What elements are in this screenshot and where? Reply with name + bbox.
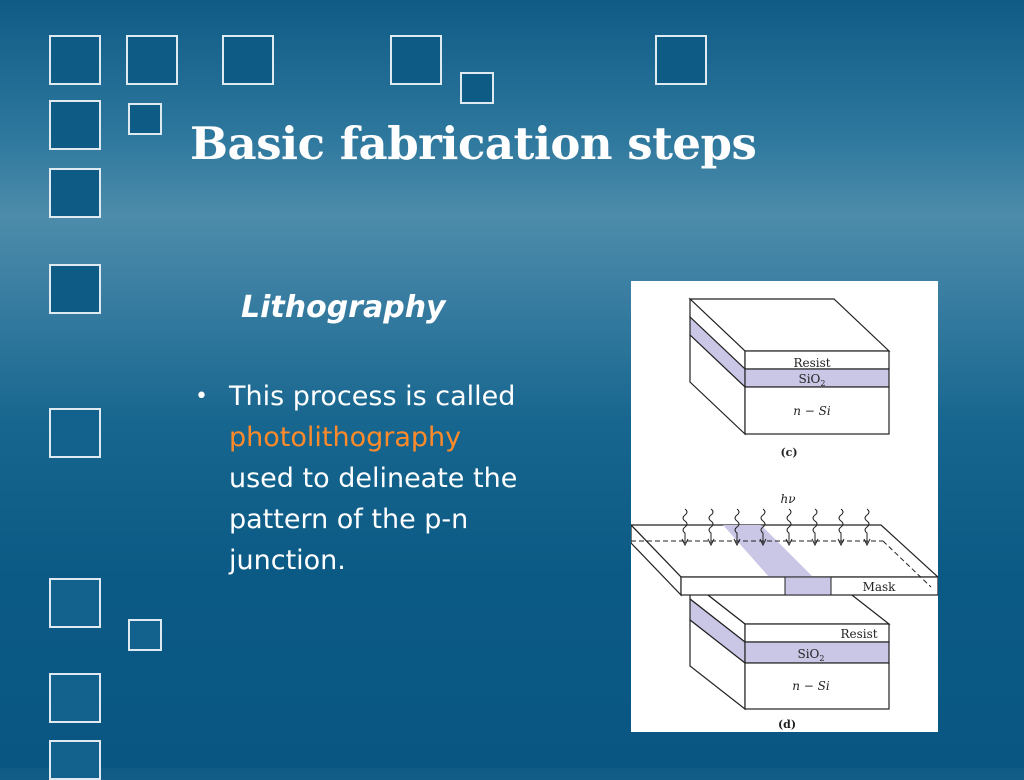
bullet-text-before: This process is called [229,381,516,412]
decorative-square [49,35,101,85]
light-arrows [681,508,871,547]
label-resist-c: Resist [793,356,830,370]
label-substrate-c: n − Si [793,404,831,418]
decorative-square [460,72,494,104]
caption-c: (c) [780,446,797,459]
label-oxide-c: SiO2 [799,372,826,388]
slide-title: Basic fabrication steps [190,117,757,170]
caption-d: (d) [778,718,796,731]
decorative-square [49,408,101,458]
label-oxide-d: SiO2 [798,647,825,663]
bullet-marker: • [195,384,208,409]
lithography-diagram: Resist SiO2 n − Si (c) hν Resist SiO2 n … [629,297,940,731]
bullet-highlight: photolithography [229,422,462,453]
bullet-text-after: used to delineate the pattern of the p-n… [229,463,518,576]
label-resist-d: Resist [840,627,877,641]
decorative-square [49,673,101,723]
decorative-square [390,35,442,85]
slide-subtitle: Lithography [241,290,446,325]
decorative-square [128,103,162,135]
label-substrate-d: n − Si [792,679,830,693]
diagram-c: Resist SiO2 n − Si (c) [688,297,891,459]
lithography-figure: Resist SiO2 n − Si (c) hν Resist SiO2 n … [629,281,940,732]
decorative-square [222,35,274,85]
decorative-square [49,264,101,314]
decorative-square [126,35,178,85]
decorative-square [128,619,162,651]
decorative-square [655,35,707,85]
bullet-item: This process is called photolithography … [229,376,569,581]
decorative-square [49,100,101,150]
decorative-square [49,740,101,780]
label-mask: Mask [863,580,897,594]
decorative-square [49,168,101,218]
decorative-square [49,578,101,628]
label-light: hν [780,492,795,506]
diagram-d: hν Resist SiO2 n − Si Mask [629,492,940,731]
